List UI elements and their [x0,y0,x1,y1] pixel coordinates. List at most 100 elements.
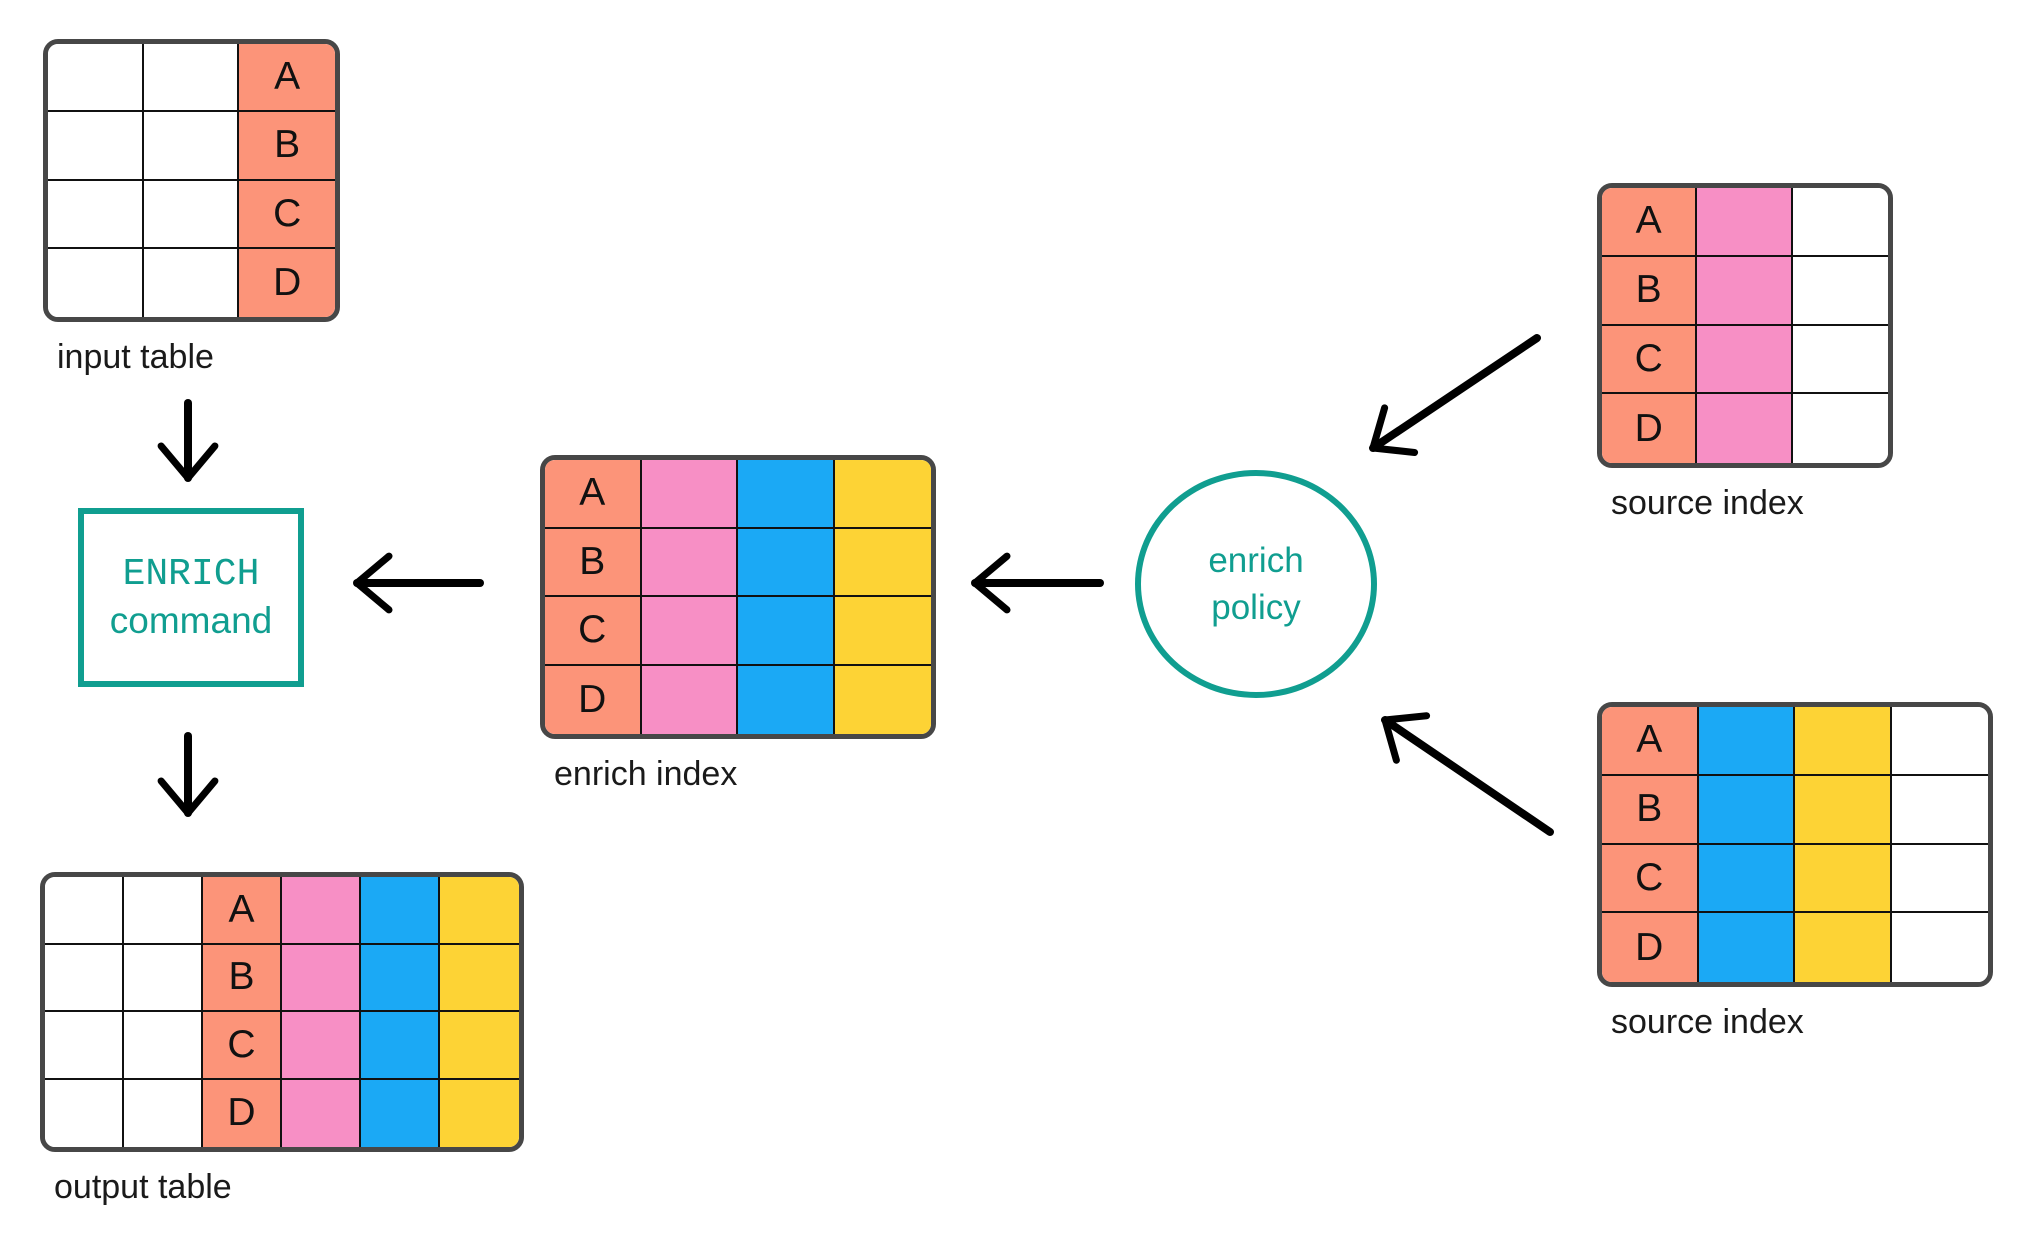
table-cell: A [1602,707,1699,776]
table-cell [1891,844,1988,914]
source-index-bottom-label: source index [1611,1003,1804,1041]
table-cell [143,248,240,317]
table-cell [834,460,931,529]
table-cell [1697,325,1793,395]
table-cell [143,180,240,249]
table-cell [738,528,835,597]
table-cell [1698,844,1795,914]
table-cell [1698,913,1795,982]
output-table-label: output table [54,1168,232,1206]
table-cell: C [1602,325,1698,395]
table-cell [45,1079,124,1147]
table-cell: A [1602,188,1698,257]
table-cell: A [239,44,335,113]
table-cell [440,877,519,945]
table-cell [124,1079,203,1147]
table-cell [48,112,144,181]
table-cell [440,1079,519,1147]
table-cell [1792,188,1888,257]
input-table-label: input table [57,338,214,376]
table-cell [45,1012,124,1080]
table-cell [124,1012,203,1080]
table-cell [738,597,835,666]
table-cell: D [203,1079,282,1147]
table-cell [1792,394,1888,463]
source-index-top-label: source index [1611,484,1804,522]
table-cell: B [1602,775,1699,845]
table-cell [361,877,440,945]
enrich-policy-node: enrich policy [1135,470,1377,698]
enrich-index-label: enrich index [554,755,738,793]
table-cell [1697,394,1793,463]
table-cell [1795,913,1892,982]
table-cell [1795,775,1892,845]
table-cell [1698,707,1795,776]
table-cell [282,1079,361,1147]
table-cell: B [239,112,335,181]
table-cell [834,528,931,597]
table-cell [1891,913,1988,982]
table-cell [641,597,738,666]
table-cell [48,248,144,317]
table-cell [1891,707,1988,776]
table-cell [440,944,519,1012]
table-cell [1697,188,1793,257]
arrow-source-top-to-policy [1369,334,1541,457]
table-cell [282,877,361,945]
table-cell [1792,325,1888,395]
table-cell: C [239,180,335,249]
table-cell [124,944,203,1012]
table-cell: D [239,248,335,317]
table-cell [738,460,835,529]
enrich-policy-line1: enrich [1208,540,1304,580]
table-cell [48,44,144,113]
table-cell [143,44,240,113]
table-cell [1792,256,1888,326]
table-cell [1795,707,1892,776]
table-cell: D [1602,394,1698,463]
table-cell [440,1012,519,1080]
table-cell [361,944,440,1012]
enrich-command-node: ENRICH command [78,508,304,687]
table-cell: B [203,944,282,1012]
table-cell [641,460,738,529]
enrich-policy-line2: policy [1211,588,1301,627]
table-cell: D [545,665,642,734]
table-cell: A [203,877,282,945]
enrich-command-keyword: ENRICH [122,552,260,596]
table-cell [1795,844,1892,914]
table-cell [1697,256,1793,326]
table-cell [641,528,738,597]
table-cell [361,1012,440,1080]
table-cell: D [1602,913,1699,982]
table-cell: C [203,1012,282,1080]
table-cell [282,1012,361,1080]
table-cell: C [545,597,642,666]
table-cell [1891,775,1988,845]
table-cell [834,597,931,666]
table-cell [1698,775,1795,845]
table-cell: B [545,528,642,597]
table-cell [124,877,203,945]
table-cell [45,944,124,1012]
table-cell [738,665,835,734]
table-cell [45,877,124,945]
table-cell [641,665,738,734]
table-cell: A [545,460,642,529]
table-cell [282,944,361,1012]
table-cell [143,112,240,181]
table-cell [834,665,931,734]
enrich-command-word: command [109,600,273,642]
